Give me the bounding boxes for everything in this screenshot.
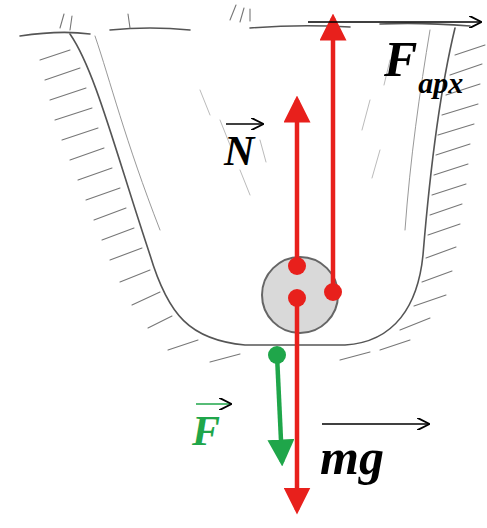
vector-overarrow xyxy=(322,423,428,425)
force-point xyxy=(324,283,342,301)
gravity-arrow xyxy=(295,298,300,510)
force-subscript: apx xyxy=(418,68,463,98)
vector-overarrow xyxy=(226,123,262,125)
applied-force-arrow xyxy=(277,355,282,462)
normal-force-arrow xyxy=(295,100,300,266)
vector-overarrow xyxy=(196,403,230,405)
force-symbol: F xyxy=(384,34,417,84)
force-symbol: F xyxy=(192,410,220,452)
archimedes-force-arrow xyxy=(331,18,336,292)
force-symbol: N xyxy=(224,130,254,172)
force-point xyxy=(288,257,306,275)
force-point xyxy=(288,289,306,307)
force-symbol: mg xyxy=(320,432,384,482)
force-point xyxy=(268,346,286,364)
vector-overarrow xyxy=(308,21,480,23)
